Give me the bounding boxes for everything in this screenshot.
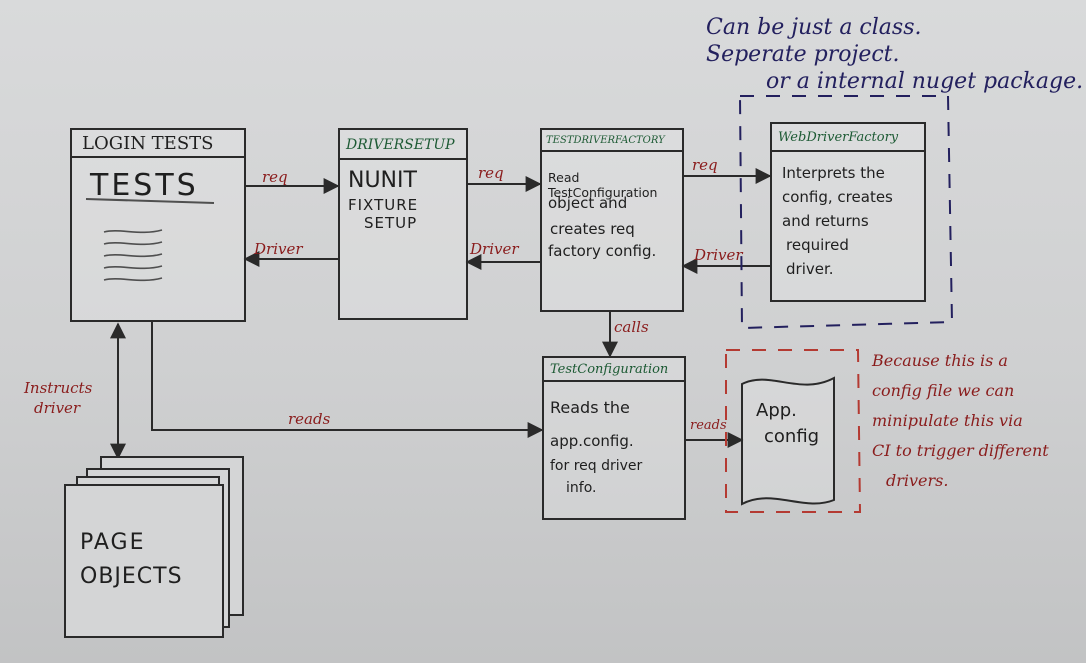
label-instructs-line-1: Instructs: [24, 379, 93, 397]
note-side-line-4: CI to trigger different: [872, 441, 1049, 460]
app-config-line-2: config: [764, 426, 820, 447]
driver-setup-line-1: NUNIT: [348, 168, 417, 193]
tests-underline: [85, 198, 215, 204]
test-configuration-box: TestConfiguration Reads the app.config. …: [542, 356, 686, 520]
note-side-line-5: drivers.: [886, 471, 949, 490]
label-calls: calls: [614, 318, 649, 336]
webdriver-factory-line-2: config, creates: [782, 188, 893, 206]
tests-scribble-2: [103, 241, 163, 246]
note-side-line-2: config file we can: [872, 381, 1015, 400]
test-driver-factory-header: TESTDRIVERFACTORY: [542, 130, 682, 152]
note-top: Can be just a class. Seperate project. o…: [706, 14, 1083, 95]
label-reads-1: reads: [288, 410, 331, 428]
page-objects-sheet: PAGE OBJECTS: [64, 484, 224, 638]
arrow-reads-tests-to-config: [151, 322, 544, 438]
test-configuration-line-3: for req driver: [550, 458, 643, 474]
test-configuration-line-1: Reads the: [550, 398, 630, 417]
label-reads-2: reads: [690, 418, 727, 433]
dashed-boundary-appconfig: [725, 349, 862, 513]
appconfig-shape: [741, 376, 835, 506]
driver-setup-box: DRIVERSETUP NUNIT FIXTURE SETUP: [338, 128, 468, 320]
tests-scribble-5: [103, 277, 163, 282]
login-tests-header: LOGIN TESTS: [72, 130, 244, 158]
note-side-line-3: minipulate this via: [872, 411, 1023, 430]
test-configuration-line-4: info.: [566, 480, 597, 496]
webdriver-factory-header: WebDriverFactory: [772, 124, 924, 152]
dashed-boundary-webdriverfactory: [739, 95, 954, 330]
test-driver-factory-line-3: creates req: [550, 220, 635, 238]
tests-scribble-3: [103, 253, 163, 258]
note-side: Because this is a config file we can min…: [872, 346, 1049, 496]
tests-scribble-1: [103, 229, 163, 234]
label-driver-1: Driver: [254, 240, 303, 258]
note-side-line-1: Because this is a: [872, 351, 1008, 370]
webdriver-factory-box: WebDriverFactory Interprets the config, …: [770, 122, 926, 302]
driver-setup-header: DRIVERSETUP: [340, 130, 466, 160]
label-instructs: Instructs driver: [24, 378, 92, 418]
label-driver-3: Driver: [694, 246, 743, 264]
test-driver-factory-line-2: object and: [548, 194, 628, 212]
label-req-1: req: [262, 168, 288, 186]
page-objects-line-1: PAGE: [80, 530, 146, 555]
login-tests-title: TESTS: [90, 168, 199, 203]
webdriver-factory-line-1: Interprets the: [782, 164, 885, 182]
label-req-3: req: [692, 156, 718, 174]
login-tests-box: LOGIN TESTS TESTS: [70, 128, 246, 322]
webdriver-factory-line-5: driver.: [786, 260, 834, 278]
label-instructs-line-2: driver: [34, 399, 81, 417]
app-config-line-1: App.: [756, 400, 797, 421]
note-top-line-3: or a internal nuget package.: [766, 69, 1084, 94]
label-req-2: req: [478, 164, 504, 182]
label-driver-2: Driver: [470, 240, 519, 258]
webdriver-factory-line-4: required: [786, 236, 849, 254]
test-configuration-header: TestConfiguration: [544, 358, 684, 382]
test-driver-factory-line-4: factory config.: [548, 242, 657, 260]
driver-setup-line-2: FIXTURE: [348, 196, 419, 214]
test-configuration-line-2: app.config.: [550, 432, 634, 450]
test-driver-factory-box: TESTDRIVERFACTORY Read TestConfiguration…: [540, 128, 684, 312]
test-driver-factory-line-1: Read TestConfiguration: [548, 170, 658, 200]
note-top-line-2: Seperate project.: [706, 42, 900, 67]
note-top-line-1: Can be just a class.: [706, 15, 922, 40]
driver-setup-line-3: SETUP: [364, 214, 418, 232]
webdriver-factory-line-3: and returns: [782, 212, 869, 230]
tests-scribble-4: [103, 265, 163, 270]
page-objects-line-2: OBJECTS: [80, 564, 183, 589]
